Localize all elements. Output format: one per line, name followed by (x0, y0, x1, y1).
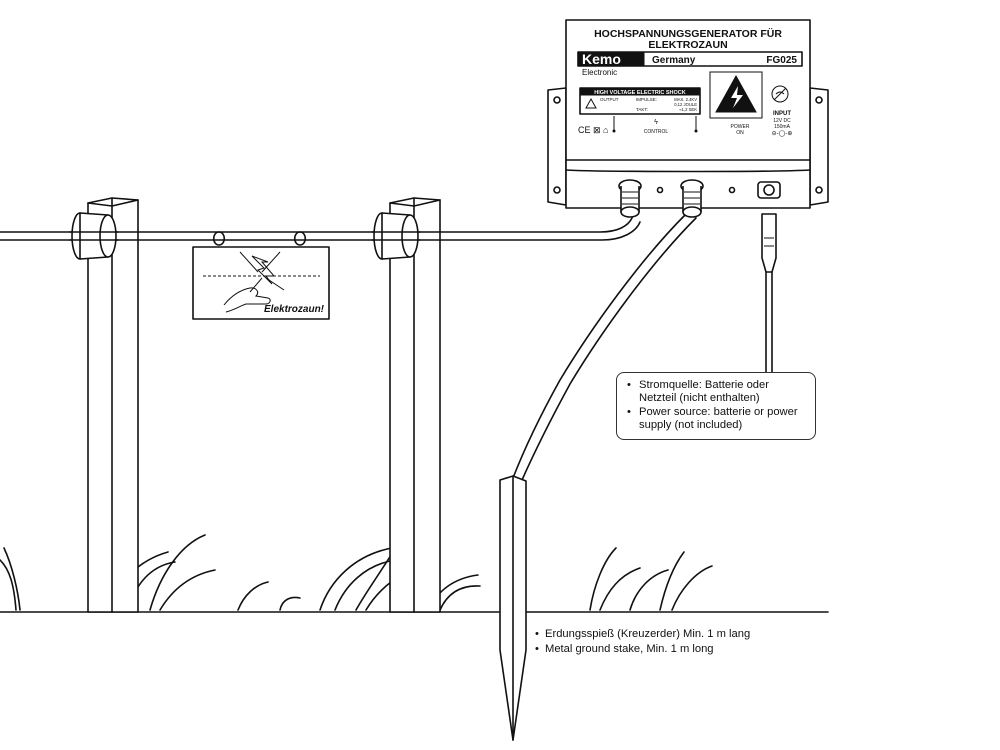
panel-header: HIGH VOLTAGE ELECTRIC SHOCK (594, 90, 685, 96)
no-touch-icon (771, 85, 789, 103)
polarity-icon: ⊖-◯-⊕ (772, 130, 793, 137)
model-label: FG025 (766, 55, 797, 66)
country-label: Germany (652, 55, 696, 66)
power-label-1: POWER (731, 124, 750, 130)
ground-stake (499, 475, 527, 741)
power-note-en: Power source: batterie or power supply (… (627, 406, 809, 431)
power-source-callout: Stromquelle: Batterie oder Netzteil (nic… (616, 372, 816, 440)
power-note-de: Stromquelle: Batterie oder Netzteil (nic… (627, 379, 809, 404)
input-label: INPUT (773, 111, 791, 117)
fence-post-left (87, 197, 139, 613)
insulator-right (373, 212, 419, 260)
takt-value: ≈1,2 SEK (679, 107, 697, 112)
impulse-value-1: MAX. 2.4KV (674, 97, 697, 102)
sign-text: Elektrozaun! (264, 304, 325, 315)
generator-unit: Kemo Electronic HOCHSPANNUNGSGENERATOR F… (547, 19, 829, 218)
ground-wire (512, 213, 697, 481)
hand-shock-icon (223, 251, 285, 313)
lightning-warning-icon (709, 71, 763, 119)
led-indicator-icon (728, 186, 736, 194)
fence-wire (0, 217, 641, 241)
input-spec-1: 12V DC (773, 118, 791, 124)
warning-sign: Elektrozaun! (192, 231, 330, 320)
brand-logo: Kemo (582, 51, 621, 67)
impulse-label: IMPULSE: (636, 97, 657, 102)
output-label: OUTPUT (600, 97, 619, 102)
power-label-2: ON (736, 130, 744, 136)
screw-icon (656, 186, 664, 194)
brand-sub: Electronic (582, 68, 617, 77)
generator-title-1: HOCHSPANNUNGSGENERATOR FÜR (594, 27, 782, 40)
generator-title-2: ELEKTROZAUN (648, 39, 727, 51)
power-input-socket (757, 181, 781, 199)
impulse-value-2: 0,12 JOULE (674, 102, 697, 107)
input-spec-2: 150mA (774, 124, 791, 130)
output-terminal-right (680, 179, 704, 218)
ground-stake-note: Erdungsspieß (Kreuzerder) Min. 1 m lang … (535, 627, 865, 657)
fence-post-right (389, 197, 441, 613)
insulator-left (71, 212, 117, 260)
takt-label: TAKT: (636, 107, 648, 112)
power-cable (761, 213, 777, 375)
ground-note-de: Erdungsspieß (Kreuzerder) Min. 1 m lang (535, 627, 865, 642)
output-terminal-left (618, 179, 642, 218)
control-label: CONTROL (644, 129, 669, 135)
cert-marks: CE ⊠ ⌂ (578, 125, 608, 135)
control-bolt-icon: ϟ (654, 119, 658, 126)
ground-note-en: Metal ground stake, Min. 1 m long (535, 642, 865, 657)
